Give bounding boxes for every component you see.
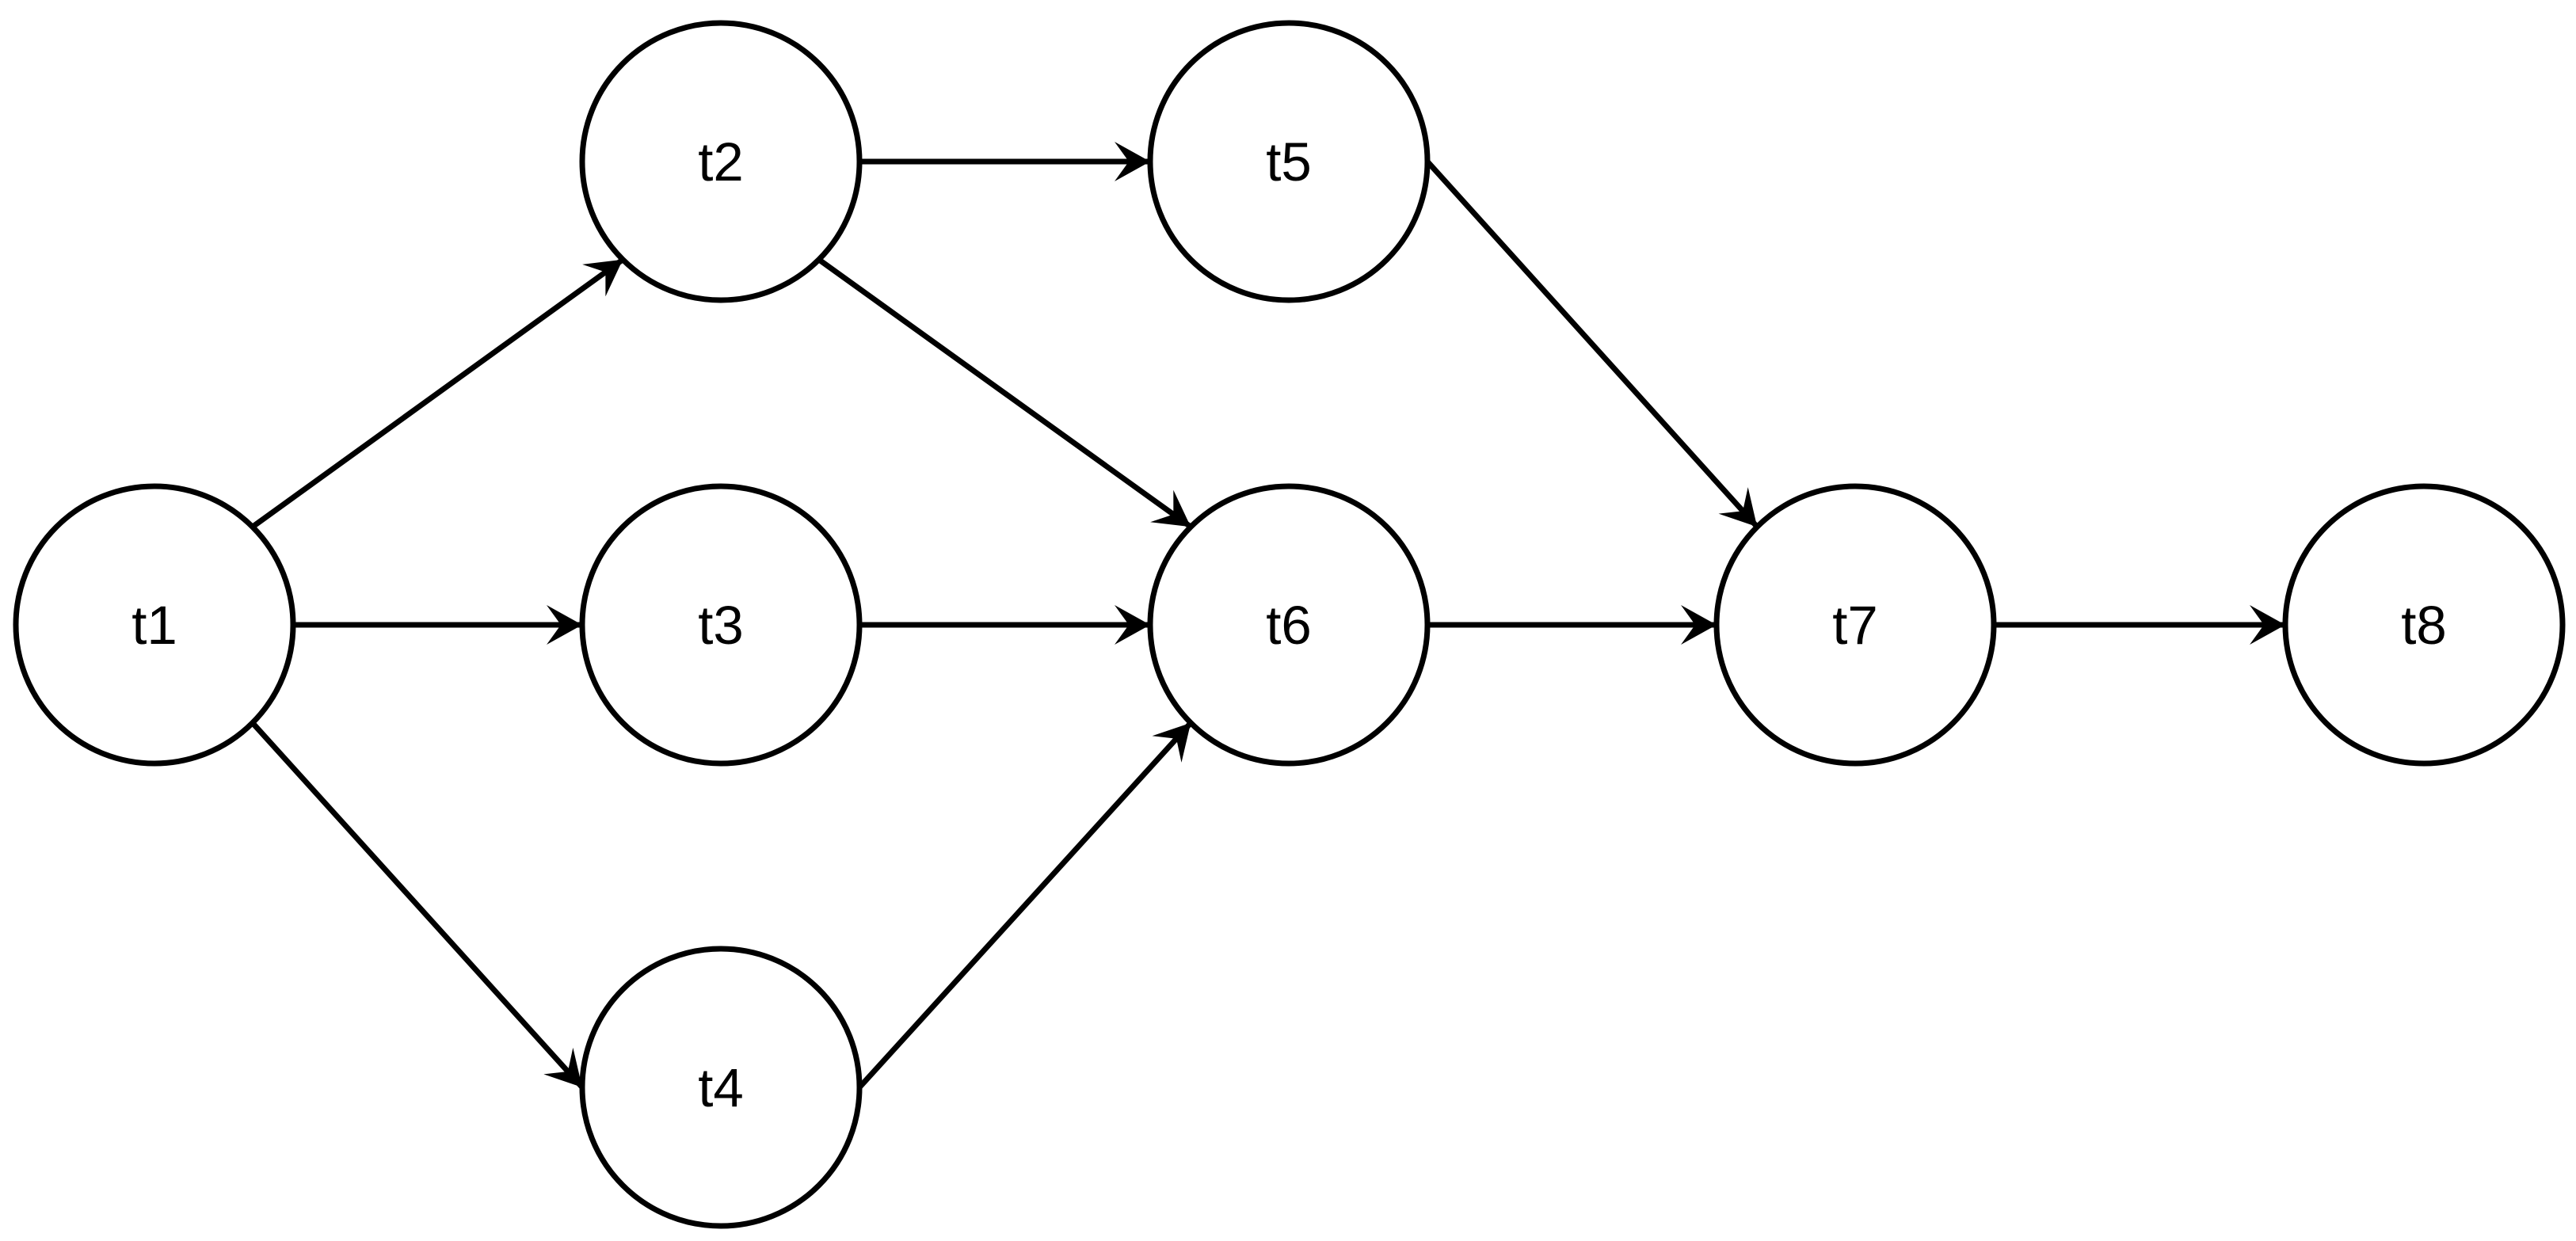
node-t4-label: t4 <box>698 1057 744 1118</box>
node-t6-label: t6 <box>1266 595 1312 656</box>
edges-layer <box>250 142 2285 1090</box>
node-t3-label: t3 <box>698 595 744 656</box>
edge-t1-t2 <box>250 257 625 530</box>
node-t8-circle <box>2282 483 2566 767</box>
node-t7-label: t7 <box>1832 595 1878 656</box>
node-t3-circle <box>579 483 863 767</box>
edge-t5-t7 <box>1425 159 1759 529</box>
node-t5-circle <box>1147 20 1431 303</box>
edge-t1-t4 <box>250 721 585 1090</box>
node-t4-circle <box>579 946 863 1229</box>
node-t8: t8 <box>2282 483 2566 767</box>
node-t7-circle <box>1713 483 1997 767</box>
node-t1-label: t1 <box>131 595 177 656</box>
node-t2-label: t2 <box>698 131 744 192</box>
node-t2-circle <box>579 20 863 303</box>
edge-t2-t6 <box>817 257 1193 530</box>
node-t5-label: t5 <box>1266 131 1312 192</box>
edge-t4-t6 <box>857 721 1193 1090</box>
node-t8-label: t8 <box>2401 595 2447 656</box>
node-t1-circle <box>13 483 296 767</box>
node-t4: t4 <box>579 946 863 1229</box>
node-t1: t1 <box>13 483 296 767</box>
nodes-layer: t1 t2 t3 t4 t5 t6 t7 t8 <box>13 20 2566 1229</box>
node-t6-circle <box>1147 483 1431 767</box>
node-t2: t2 <box>579 20 863 303</box>
node-t3: t3 <box>579 483 863 767</box>
node-t7: t7 <box>1713 483 1997 767</box>
node-t6: t6 <box>1147 483 1431 767</box>
node-t5: t5 <box>1147 20 1431 303</box>
